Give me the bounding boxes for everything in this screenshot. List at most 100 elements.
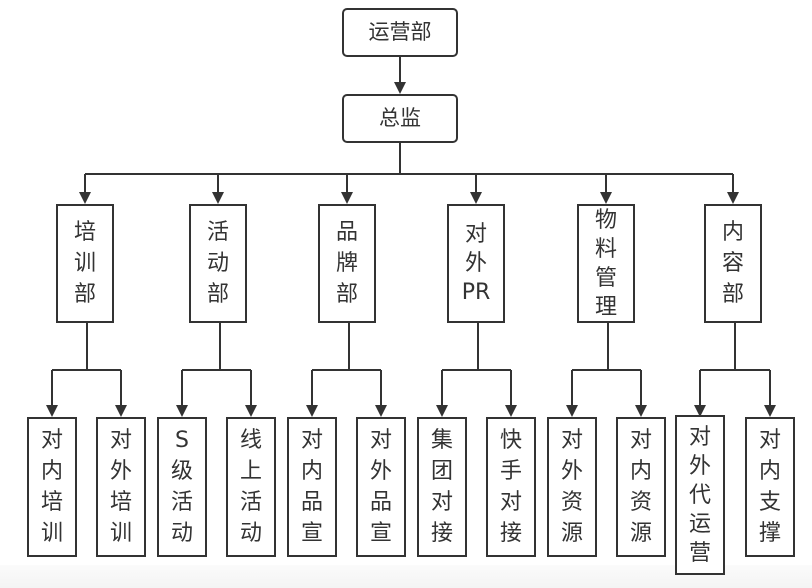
label-glyph: 集 — [430, 428, 453, 453]
node-leaf-kuaishou-liaison-label: 快手对接 — [500, 425, 522, 549]
node-leaf-group-liaison[interactable]: 集团对接 — [417, 417, 467, 557]
node-dept-materials[interactable]: 物料管理 — [577, 204, 635, 323]
label-glyph: 对 — [464, 222, 487, 247]
label-glyph: 品 — [300, 490, 323, 515]
label-glyph: 外 — [688, 453, 711, 479]
node-dept-brand-label: 品牌部 — [336, 217, 358, 310]
label-glyph: 活 — [170, 490, 193, 515]
node-dept-external-pr[interactable]: 对外 PR — [447, 204, 505, 323]
label-glyph: 宣 — [300, 521, 323, 546]
label-glyph: 理 — [594, 294, 617, 320]
label-glyph: 容 — [721, 251, 744, 276]
label-glyph: 牌 — [335, 251, 358, 276]
node-dept-content-label: 内容部 — [722, 217, 744, 310]
label-glyph: 对 — [499, 490, 522, 515]
node-dept-training[interactable]: 培训部 — [56, 204, 114, 323]
label-glyph: 品 — [335, 220, 358, 245]
label-glyph: 对 — [109, 428, 132, 453]
node-leaf-group-liaison-label: 集团对接 — [431, 425, 453, 549]
label-glyph: 外 — [109, 459, 132, 484]
label-glyph: 对 — [758, 428, 781, 453]
label-glyph: 快 — [499, 428, 522, 453]
node-director[interactable]: 总监 — [342, 94, 458, 143]
label-glyph: 品 — [369, 490, 392, 515]
node-leaf-internal-training[interactable]: 对内培训 — [27, 417, 77, 557]
label-glyph: 部 — [73, 282, 96, 307]
node-leaf-internal-brand-promo[interactable]: 对内品宣 — [287, 417, 337, 557]
label-glyph: 外 — [464, 251, 487, 276]
node-leaf-external-training[interactable]: 对外培训 — [96, 417, 146, 557]
label-glyph: 代 — [688, 482, 711, 508]
label-glyph: 运 — [688, 511, 711, 537]
label-glyph: 营 — [688, 540, 711, 566]
node-leaf-online-events-label: 线上活动 — [240, 425, 262, 549]
node-root-ops[interactable]: 运营部 — [342, 8, 458, 57]
node-dept-events-label: 活动部 — [207, 217, 229, 310]
label-glyph: 外 — [369, 459, 392, 484]
label-glyph: 动 — [170, 521, 193, 546]
node-leaf-external-brand-promo[interactable]: 对外品宣 — [356, 417, 406, 557]
label-glyph: 对 — [430, 490, 453, 515]
label-glyph: 对 — [560, 428, 583, 453]
label-glyph: 活 — [206, 220, 229, 245]
label-glyph: PR — [461, 280, 491, 305]
node-leaf-internal-support[interactable]: 对内支撑 — [745, 417, 795, 557]
label-glyph: 线 — [239, 428, 262, 453]
node-dept-external-pr-label: 对外 PR — [462, 220, 491, 307]
label-glyph: 撑 — [758, 521, 781, 546]
label-glyph: 上 — [239, 459, 262, 484]
node-leaf-internal-resources[interactable]: 对内资源 — [616, 417, 666, 557]
node-leaf-kuaishou-liaison[interactable]: 快手对接 — [486, 417, 536, 557]
label-glyph: 接 — [430, 521, 453, 546]
node-dept-brand[interactable]: 品牌部 — [318, 204, 376, 323]
node-director-label: 总监 — [379, 106, 421, 130]
label-glyph: 资 — [560, 490, 583, 515]
node-dept-events[interactable]: 活动部 — [189, 204, 247, 323]
label-glyph: 活 — [239, 490, 262, 515]
label-glyph: 内 — [758, 459, 781, 484]
node-leaf-external-resources[interactable]: 对外资源 — [547, 417, 597, 557]
node-root-ops-label: 运营部 — [368, 20, 432, 44]
label-glyph: 对 — [688, 424, 711, 450]
label-glyph: 级 — [170, 459, 193, 484]
node-leaf-external-resources-label: 对外资源 — [561, 425, 583, 549]
label-glyph: 训 — [40, 521, 63, 546]
label-glyph: 管 — [594, 265, 617, 291]
node-leaf-internal-resources-label: 对内资源 — [630, 425, 652, 549]
label-glyph: 部 — [721, 282, 744, 307]
label-glyph: 团 — [430, 459, 453, 484]
label-glyph: 支 — [758, 490, 781, 515]
node-leaf-online-events[interactable]: 线上活动 — [226, 417, 276, 557]
bottom-edge-shade — [0, 565, 812, 588]
node-leaf-internal-support-label: 对内支撑 — [759, 425, 781, 549]
label-glyph: 源 — [560, 521, 583, 546]
node-dept-content[interactable]: 内容部 — [704, 204, 762, 323]
label-glyph: 培 — [109, 490, 132, 515]
label-glyph: 动 — [206, 251, 229, 276]
label-glyph: 内 — [629, 459, 652, 484]
node-dept-training-label: 培训部 — [74, 217, 96, 310]
node-dept-materials-label: 物料管理 — [595, 206, 617, 322]
label-glyph: 培 — [40, 490, 63, 515]
label-glyph: 对 — [629, 428, 652, 453]
node-leaf-internal-brand-promo-label: 对内品宣 — [301, 425, 323, 549]
label-glyph: 宣 — [369, 521, 392, 546]
node-leaf-external-agency-ops[interactable]: 对外代运营 — [675, 415, 725, 575]
label-glyph: 培 — [73, 220, 96, 245]
label-glyph: 资 — [629, 490, 652, 515]
node-leaf-external-training-label: 对外培训 — [110, 425, 132, 549]
label-glyph: 内 — [721, 220, 744, 245]
label-glyph: 训 — [73, 251, 96, 276]
label-glyph: 动 — [239, 521, 262, 546]
label-glyph: 物 — [594, 207, 617, 233]
label-glyph: S — [175, 428, 189, 453]
label-glyph: 手 — [499, 459, 522, 484]
label-glyph: 部 — [206, 282, 229, 307]
node-leaf-internal-training-label: 对内培训 — [41, 425, 63, 549]
label-glyph: 对 — [300, 428, 323, 453]
label-glyph: 源 — [629, 521, 652, 546]
label-glyph: 接 — [499, 521, 522, 546]
label-glyph: 内 — [40, 459, 63, 484]
